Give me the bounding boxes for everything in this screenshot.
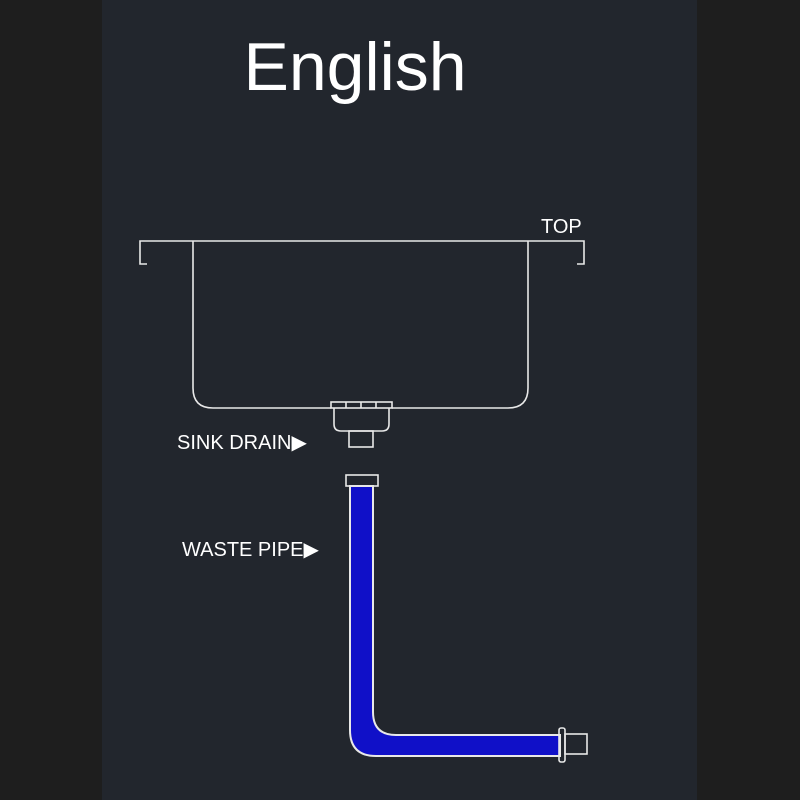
- sink-basin: [192, 241, 529, 409]
- title: English: [243, 29, 466, 105]
- sink-drain: [330, 401, 393, 448]
- waste-pipe: [345, 474, 588, 763]
- countertop: [139, 240, 585, 265]
- top-label: TOP: [541, 216, 582, 238]
- waste-pipe-label: WASTE PIPE▶: [182, 539, 320, 561]
- sink-drain-label: SINK DRAIN▶: [177, 432, 307, 454]
- drawing-canvas: [102, 0, 697, 800]
